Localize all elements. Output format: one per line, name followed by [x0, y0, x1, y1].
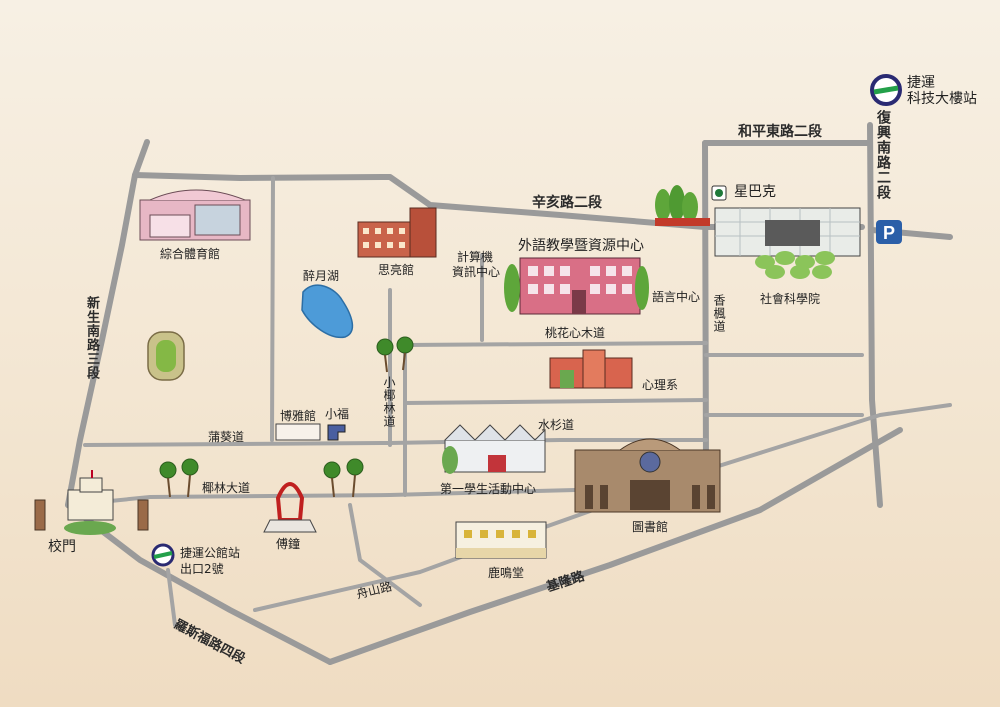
- xiaofu-building: [327, 424, 346, 441]
- place-label-social-science: 社會科學院: [760, 292, 821, 306]
- language-building: [504, 257, 649, 315]
- place-label-language-bldg: 外語教學暨資源中心: [518, 238, 644, 254]
- place-label-luming: 鹿鳴堂: [488, 566, 525, 580]
- east-road-line: [702, 140, 709, 473]
- social-science-building: [714, 207, 861, 279]
- place-label-activity: 第一學生活動中心: [440, 482, 537, 496]
- gym-building: [139, 189, 251, 241]
- place-label-library: 圖書館: [632, 520, 669, 534]
- place-label-siliang: 思亮館: [378, 263, 415, 277]
- mrt-gongguan-icon: [151, 543, 175, 567]
- xinhai-road-line: [132, 172, 708, 230]
- inner-vertical-1: [270, 176, 275, 442]
- mrt-keji-line2: 科技大樓站: [907, 91, 977, 107]
- place-label-psych: 心理系: [642, 378, 679, 392]
- place-label-xiaofu: 小福: [325, 407, 350, 421]
- mrt-exit-lane: [166, 568, 177, 627]
- sports-field: [147, 331, 185, 381]
- place-label-language-center: 語言中心: [652, 290, 701, 304]
- svg-text:P: P: [883, 223, 895, 243]
- zuiyue-lake: [301, 284, 354, 339]
- place-label-starbucks: 星巴克: [734, 184, 776, 200]
- place-label-gym: 綜合體育館: [160, 247, 221, 261]
- luming-building: [455, 521, 547, 559]
- parking-icon: P: [876, 220, 902, 244]
- coffee-cup-icon: [711, 185, 727, 201]
- road-label-xinsheng: 新生南路三段: [84, 296, 99, 380]
- place-label-gate: 校門: [48, 539, 76, 555]
- mrt-keji-line1: 捷運: [907, 75, 935, 91]
- peach-road-line: [403, 341, 708, 347]
- fuxing-road-line: [867, 122, 883, 508]
- library-building: [574, 438, 721, 513]
- museum-building: [275, 423, 321, 441]
- road-label-small-coconut: 小椰林道: [382, 376, 396, 428]
- east-diagonal: [704, 403, 952, 472]
- place-label-bell: 傅鐘: [276, 537, 301, 551]
- psych-road-line: [403, 398, 708, 405]
- road-label-pukui: 蒲葵道: [208, 430, 245, 444]
- road-label-heping: 和平東路二段: [738, 124, 822, 140]
- road-label-taxodium: 水杉道: [538, 418, 575, 432]
- keelung-road-line: [327, 427, 903, 665]
- road-label-peach: 桃花心木道: [545, 326, 606, 340]
- place-label-museum: 博雅館: [280, 409, 317, 423]
- road-label-coconut: 椰林大道: [202, 481, 251, 495]
- place-label-computer-2: 資訊中心: [452, 265, 501, 279]
- activity-building: [442, 424, 546, 474]
- mrt-gongguan-line2: 出口2號: [180, 562, 224, 576]
- gate-structure: [34, 470, 149, 535]
- road-label-sweetgum: 香楓道: [712, 294, 726, 333]
- road-label-xinhai: 辛亥路二段: [532, 195, 602, 211]
- pukui-road-line: [83, 438, 708, 447]
- starbucks-trees: [655, 185, 710, 226]
- xinsheng-road-line: [65, 139, 150, 508]
- road-label-fuxing: 復興南路二段: [875, 110, 891, 200]
- place-label-computer-1: 計算機: [457, 250, 494, 264]
- mrt-gongguan-line1: 捷運公館站: [180, 546, 241, 560]
- bell-lane: [348, 503, 422, 607]
- siliang-building: [357, 207, 437, 258]
- psych-building: [549, 349, 633, 389]
- bell-structure: [263, 482, 317, 533]
- mrt-keji-icon: [870, 74, 902, 106]
- place-label-zuiyue: 醉月湖: [303, 269, 340, 283]
- palm-trees: [159, 336, 414, 479]
